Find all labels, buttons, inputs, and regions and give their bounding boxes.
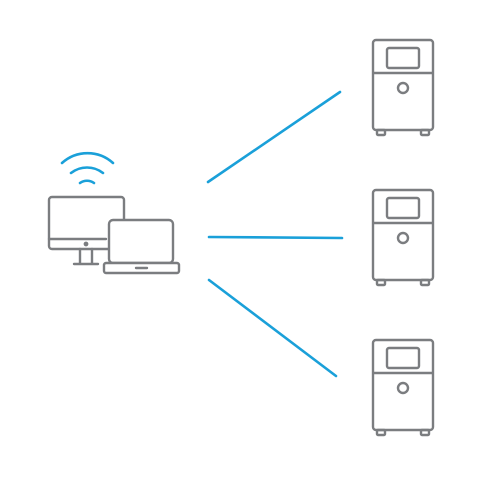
server-tower-icon — [371, 38, 435, 137]
connections — [206, 90, 344, 378]
laptop-icon — [102, 218, 181, 275]
connection-line-server-1 — [206, 90, 342, 184]
server-tower-icon — [371, 338, 435, 437]
wifi-icon — [60, 151, 115, 185]
connection-line-server-3 — [207, 278, 338, 378]
server-tower-icon — [371, 188, 435, 287]
connection-line-server-2 — [207, 235, 344, 240]
